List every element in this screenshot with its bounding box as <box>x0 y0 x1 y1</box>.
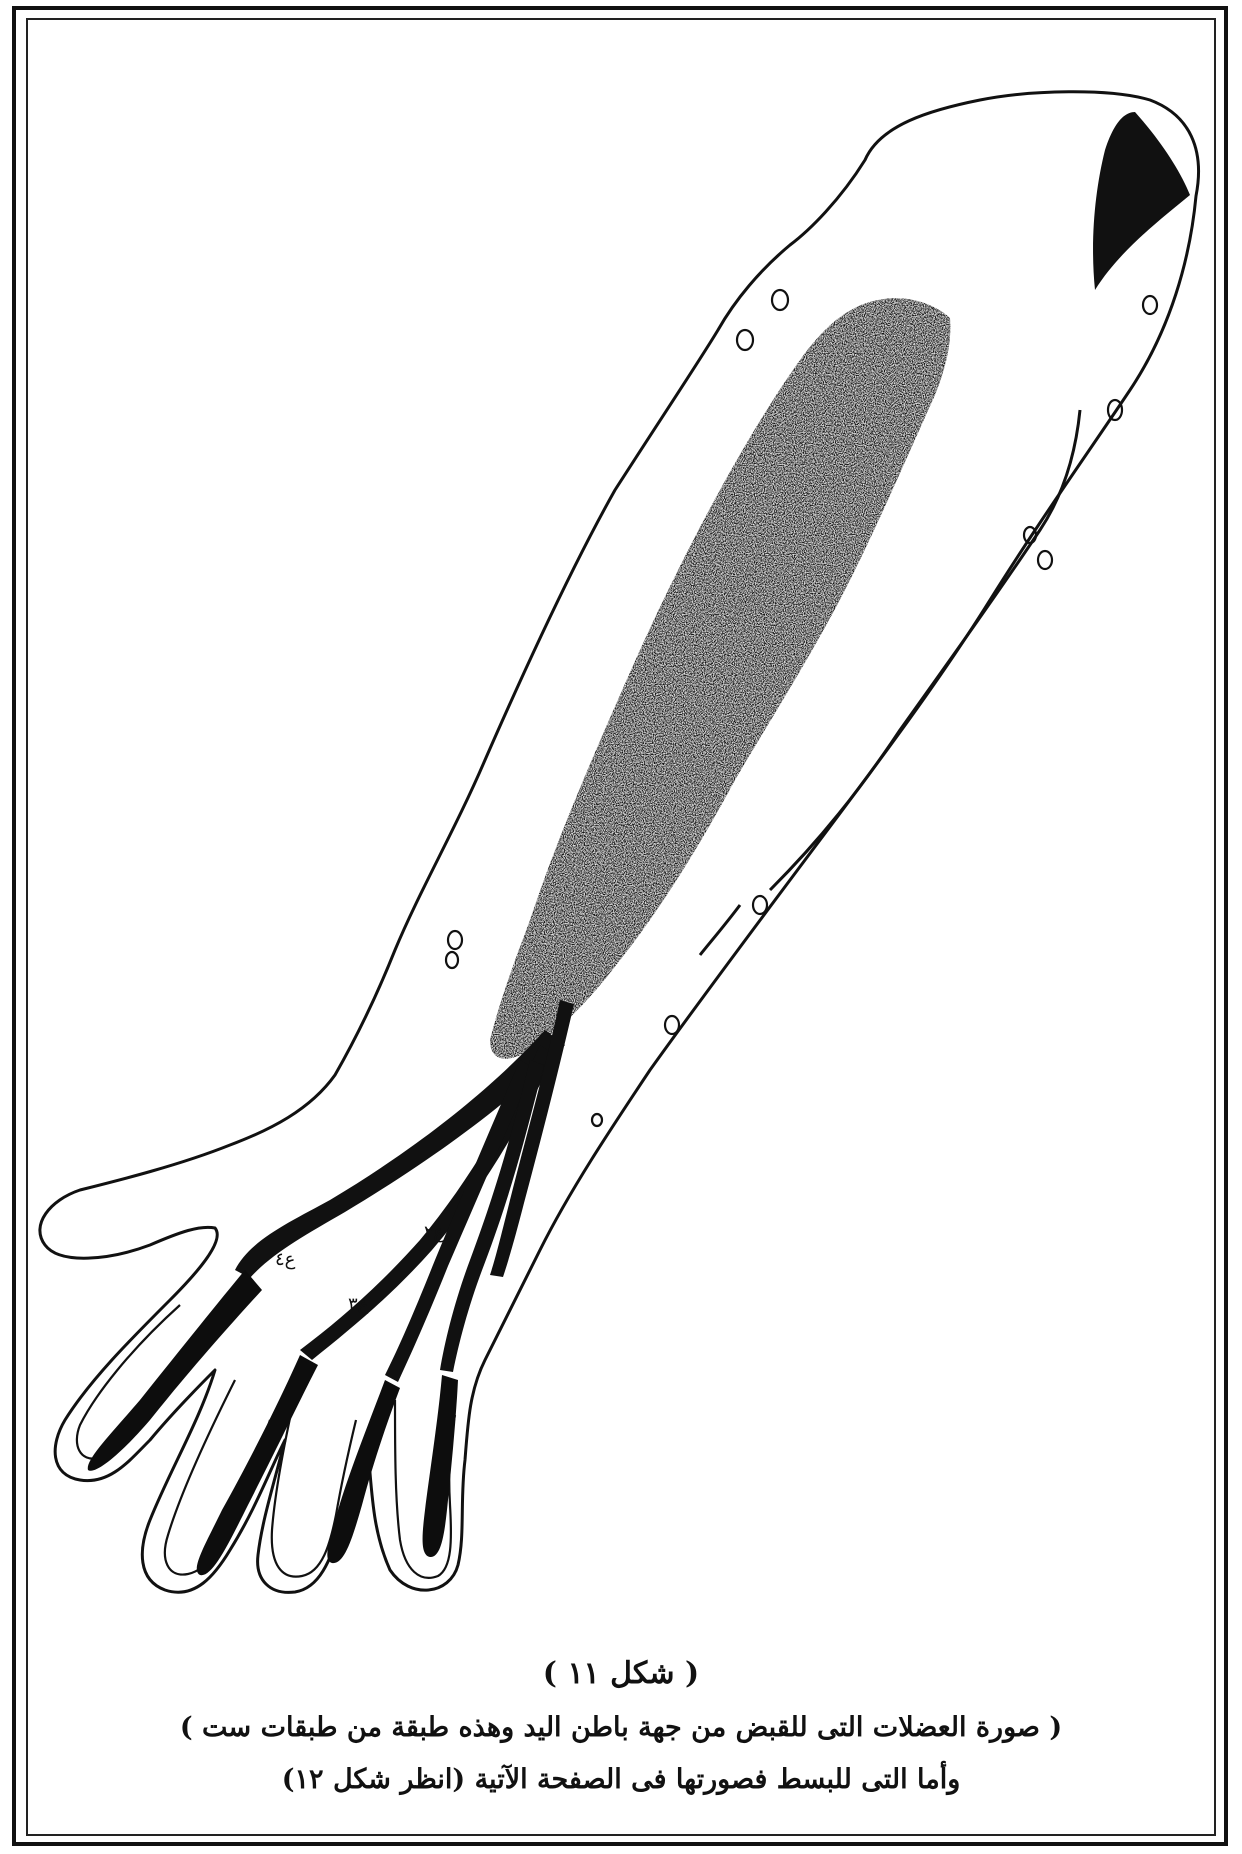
tendon-label-3: ع٢ <box>424 1222 445 1243</box>
flexor-tendons <box>235 1000 574 1382</box>
tendon-label-1: ع٤ <box>275 1249 296 1270</box>
figure-description-line-2: وأما التى للبسط فصورتها فى الصفحة الآتية… <box>0 1764 1242 1795</box>
elbow-bone-section <box>1093 112 1190 290</box>
figure-number-caption: ( شكل ١١ ) <box>0 1656 1242 1691</box>
figure-description-line-1: ( صورة العضلات التى للقبض من جهة باطن ال… <box>0 1712 1242 1743</box>
flexor-muscle-belly <box>490 298 950 1059</box>
tendon-label-2: ع٣ <box>348 1294 369 1315</box>
